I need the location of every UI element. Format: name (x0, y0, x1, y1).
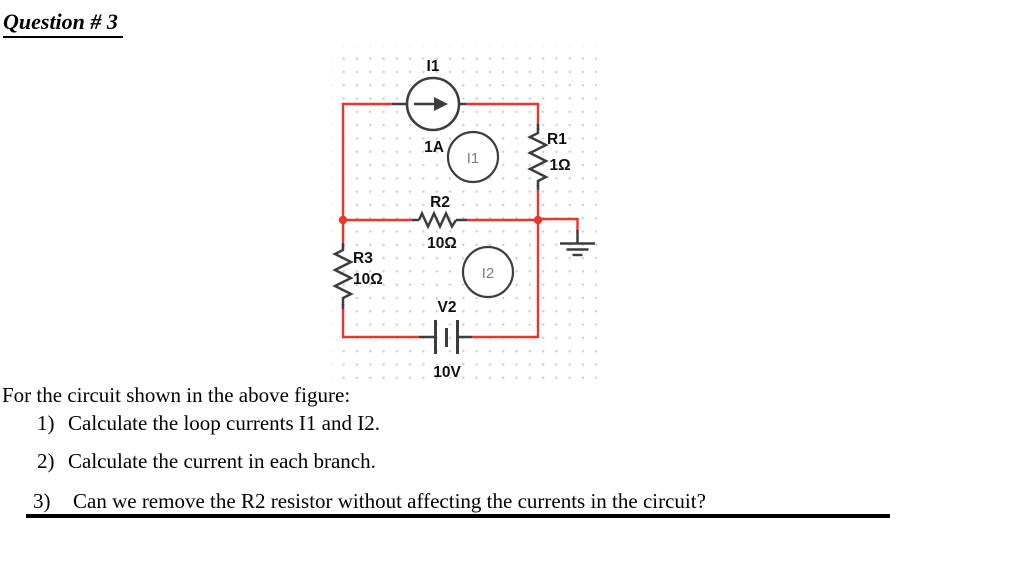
junction-dots (338, 215, 543, 225)
question-item-3: 3) Can we remove the R2 resistor without… (33, 489, 706, 514)
label-loop1: I1 (467, 150, 480, 167)
page-title: Question # 3 (3, 9, 123, 38)
wire-ground-branch (538, 217, 579, 231)
loop1-circle (446, 130, 500, 184)
label-v2-value: 10V (433, 364, 461, 381)
label-source-name: I1 (427, 58, 440, 75)
wire-top-right (466, 102, 540, 126)
question-item-2: 2) Calculate the current in each branch. (37, 449, 376, 474)
label-source-value: 1A (424, 139, 444, 156)
wire-top-left (341, 102, 392, 243)
label-r1-value: 1Ω (550, 157, 571, 174)
label-r1-name: R1 (547, 131, 567, 148)
item-2-text: Calculate the current in each branch. (68, 449, 376, 473)
wires (341, 102, 579, 339)
item-3-underline-rule (26, 514, 890, 518)
resistor-r2-zigzag (417, 210, 458, 230)
item-2-marker: 2) (37, 449, 55, 473)
junction-dot-right (533, 215, 543, 225)
label-v2-name: V2 (438, 299, 457, 316)
item-1-text: Calculate the loop currents I1 and I2. (68, 411, 380, 435)
label-r3-value: 10Ω (353, 271, 383, 288)
components (332, 76, 595, 354)
item-3-marker: 3) (33, 489, 51, 513)
component-labels: I1 1A R1 1Ω R2 10Ω R3 10Ω V2 10V I1 I2 (353, 58, 571, 381)
label-loop2: I2 (482, 265, 495, 282)
circuit-grid-background (331, 46, 597, 384)
question-item-1: 1) Calculate the loop currents I1 and I2… (37, 411, 380, 436)
label-r3-name: R3 (353, 250, 373, 267)
item-1-marker: 1) (37, 411, 55, 435)
circuit-diagram: I1 1A R1 1Ω R2 10Ω R3 10Ω V2 10V I1 I2 (332, 58, 595, 381)
current-source-arrow-head (434, 97, 448, 111)
resistor-r3-zigzag (332, 245, 354, 306)
label-r2-value: 10Ω (427, 235, 457, 252)
junction-dot-left (338, 215, 348, 225)
loop2-circle (461, 245, 515, 299)
wire-bottom-left (341, 308, 419, 339)
wire-bottom-right (472, 190, 540, 339)
question-intro: For the circuit shown in the above figur… (2, 383, 351, 407)
label-r2-name: R2 (430, 194, 450, 211)
resistor-r1-zigzag (527, 128, 549, 187)
item-3-text: Can we remove the R2 resistor without af… (73, 489, 706, 513)
